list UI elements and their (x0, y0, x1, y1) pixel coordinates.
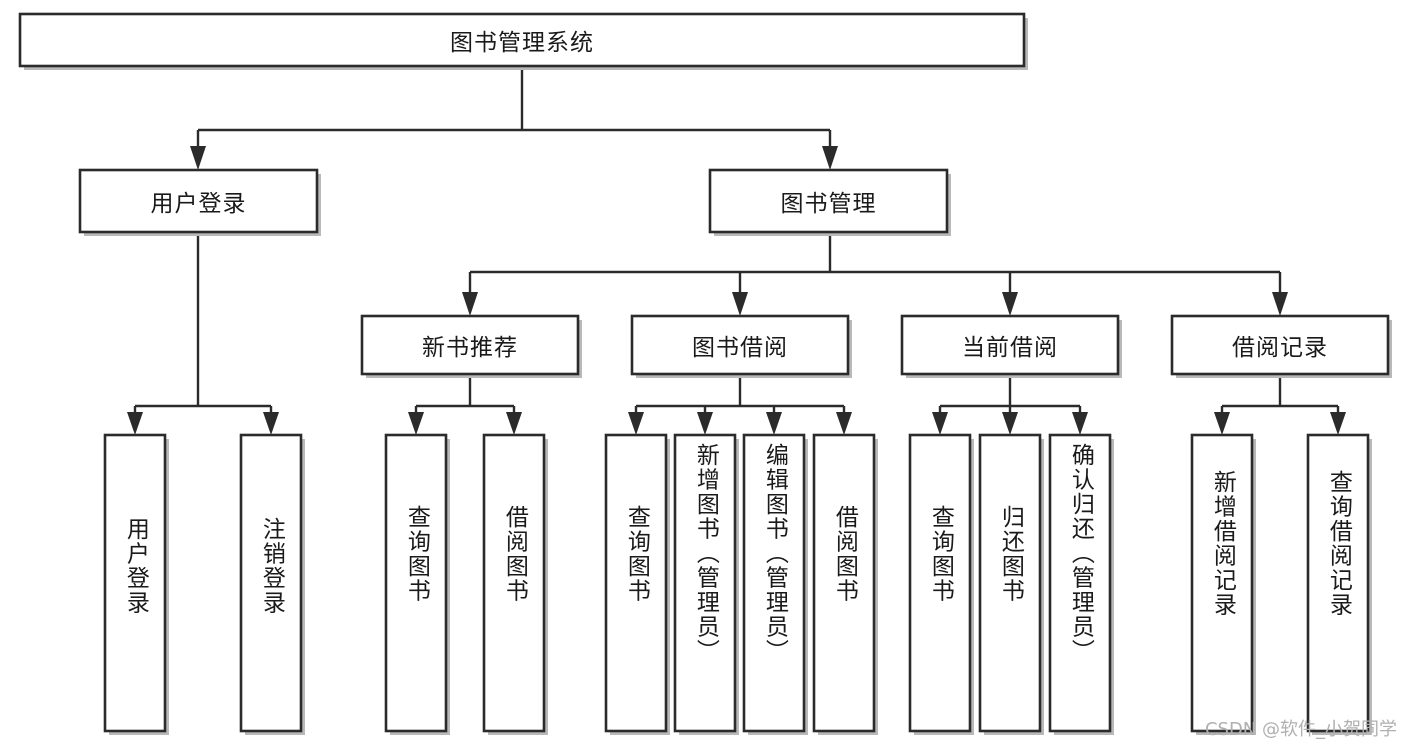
level3-box-2[interactable] (900, 314, 1120, 376)
leaf-current-borrow-1[interactable] (978, 433, 1042, 733)
arrow-user-login-leaf-0-icon (127, 412, 143, 435)
arrow-book-mgmt-to-l3-3-icon (1272, 292, 1288, 316)
arrow-user-login-leaf-1-icon (263, 412, 279, 435)
leaf-new-book-1[interactable] (482, 433, 546, 733)
level2-box-0[interactable] (78, 168, 319, 234)
leaf-book-borrow-3[interactable] (812, 433, 876, 733)
arrow-book-borrow-leaf-0-icon (628, 412, 644, 435)
arrow-book-borrow-leaf-2-icon (766, 412, 782, 435)
arrow-current-borrow-leaf-1-icon (1002, 412, 1018, 435)
level3-box-1[interactable] (630, 314, 850, 376)
leaf-user-login-1[interactable] (239, 433, 303, 733)
connector-group-book-borrow (628, 374, 852, 435)
connector-group-current-borrow (932, 374, 1088, 435)
connector-group-root (190, 67, 838, 170)
leaf-current-borrow-2[interactable] (1048, 433, 1112, 733)
connector-group-user-login (127, 232, 279, 435)
connector-group-borrow-record (1214, 374, 1346, 435)
leaf-borrow-record-0[interactable] (1190, 433, 1254, 733)
arrow-borrow-record-leaf-1-icon (1330, 412, 1346, 435)
arrow-book-borrow-leaf-3-icon (836, 412, 852, 435)
leaf-current-borrow-0[interactable] (908, 433, 972, 733)
arrow-book-borrow-leaf-1-icon (697, 412, 713, 435)
arrow-new-book-leaf-0-icon (408, 412, 424, 435)
arrow-book-mgmt-to-l3-2-icon (1002, 292, 1018, 316)
arrow-current-borrow-leaf-2-icon (1072, 412, 1088, 435)
leaf-book-borrow-2[interactable] (742, 433, 806, 733)
arrow-root-to-user-login-icon (190, 146, 206, 170)
leaf-book-borrow-1[interactable] (673, 433, 737, 733)
level2-box-1[interactable] (708, 168, 949, 234)
arrow-borrow-record-leaf-0-icon (1214, 412, 1230, 435)
leaf-borrow-record-1[interactable] (1306, 433, 1370, 733)
arrow-root-to-book-mgmt-icon (822, 146, 838, 170)
level3-box-3[interactable] (1170, 314, 1390, 376)
arrow-book-mgmt-to-l3-1-icon (732, 292, 748, 316)
leaf-book-borrow-0[interactable] (604, 433, 668, 733)
arrow-new-book-leaf-1-icon (506, 412, 522, 435)
connector-group-new-book (408, 374, 522, 435)
arrow-current-borrow-leaf-0-icon (932, 412, 948, 435)
leaf-user-login-0[interactable] (103, 433, 167, 733)
root-box[interactable] (18, 12, 1026, 68)
leaf-new-book-0[interactable] (384, 433, 448, 733)
arrow-book-mgmt-to-l3-0-icon (462, 292, 478, 316)
level3-box-0[interactable] (360, 314, 580, 376)
connector-group-book-mgmt (462, 232, 1288, 316)
